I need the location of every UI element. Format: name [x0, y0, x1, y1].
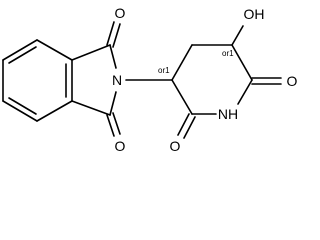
- bond-benzene-5: [2, 39, 38, 61]
- atom-o-lower: O: [170, 138, 181, 154]
- bond-n-c3: [109, 91, 117, 116]
- stereo-label-c5: or1: [222, 49, 234, 58]
- bond-benzene-2: [36, 100, 73, 122]
- stereo-label-c3: or1: [158, 66, 170, 75]
- bond-pip-c5-c6: [231, 44, 253, 81]
- atom-n-imide: N: [112, 72, 122, 88]
- atom-o-right: O: [287, 73, 298, 89]
- bond-pip-c6-n: [237, 79, 253, 105]
- bond-benzene-6: [36, 39, 73, 61]
- bond-benzene-3: [2, 100, 38, 122]
- bond-c2-o-lower-b: [183, 116, 196, 139]
- bond-c2-o-lower-a: [177, 113, 190, 136]
- atom-o-top: O: [115, 5, 126, 21]
- molecule-structure: O O N OH O NH O or1 or1: [2, 5, 298, 154]
- bond-c1-n: [109, 44, 117, 69]
- bond-c3-o-bottom-b: [112, 112, 121, 135]
- bond-c1-o-top-b: [112, 23, 121, 48]
- bond-layer: [2, 21, 282, 139]
- bond-c1-o-top-a: [106, 21, 115, 46]
- bond-c3a-c1: [71, 44, 111, 61]
- bond-c3-c7a: [71, 100, 111, 116]
- bond-c3-o-bottom-a: [106, 114, 115, 137]
- bond-benzene-inner-2: [8, 97, 37, 115]
- bond-pip-c3-c4: [171, 44, 193, 81]
- atom-o-bottom: O: [115, 138, 126, 154]
- bond-pip-c2-c3: [171, 79, 193, 115]
- bond-benzene-inner-3: [8, 46, 37, 64]
- atom-nh: NH: [218, 106, 238, 122]
- atom-oh: OH: [244, 6, 265, 22]
- atom-layer: O O N OH O NH O or1 or1: [112, 5, 298, 154]
- bond-c5-oh: [231, 25, 244, 46]
